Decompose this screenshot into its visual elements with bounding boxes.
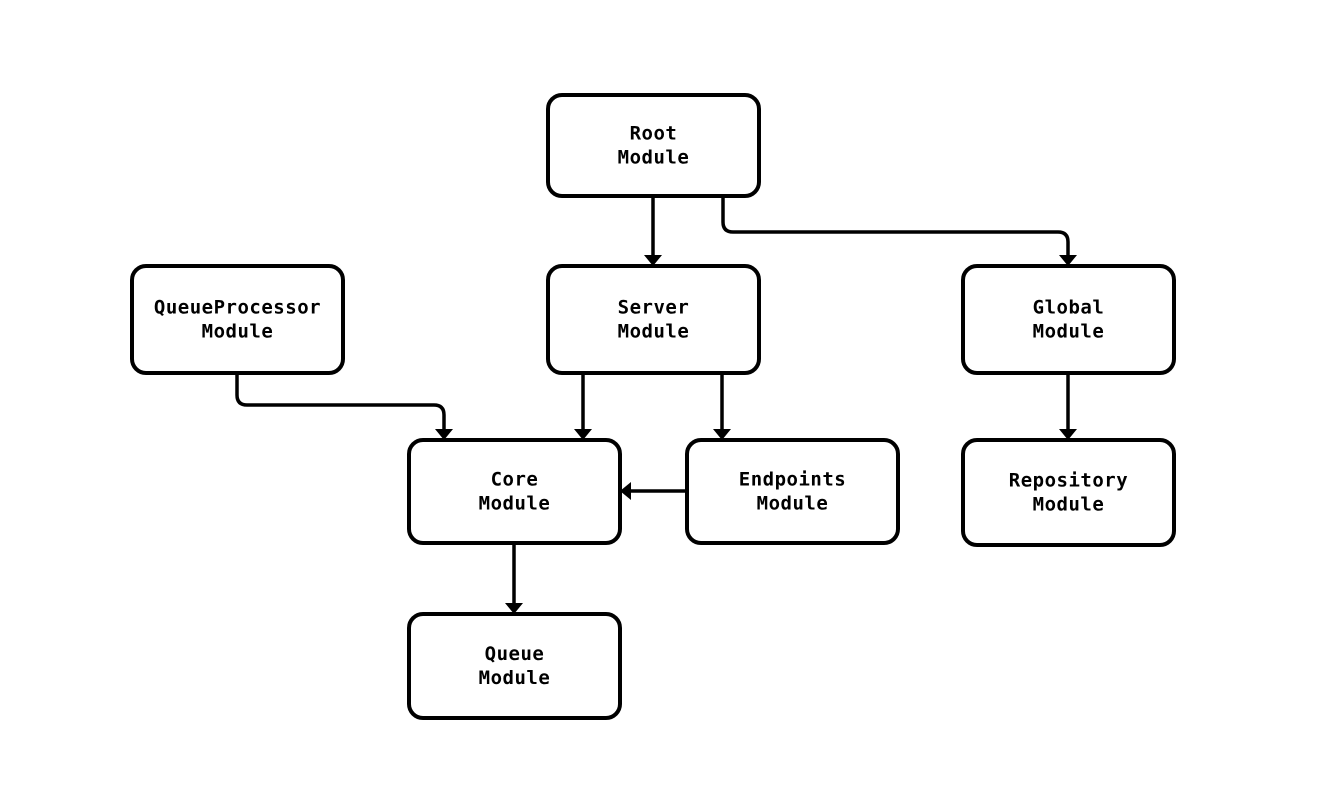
edge-root-to-server-arrowhead — [644, 255, 662, 266]
server-module-box[interactable] — [546, 264, 761, 375]
queue-module-label-line1: Queue — [485, 643, 545, 665]
global-module-label-line2: Module — [1033, 320, 1105, 342]
root-module-box[interactable] — [546, 93, 761, 198]
edge-queueprocessor-to-core-arrowhead — [435, 429, 453, 440]
queueprocessor-module-label-line1: QueueProcessor — [154, 296, 321, 318]
root-module-label-line2: Module — [618, 146, 690, 168]
edge-queueprocessor-to-core — [235, 373, 453, 440]
edges-layer — [235, 196, 1077, 614]
edge-server-to-endpoints-arrowhead — [713, 429, 731, 440]
queue-module-box[interactable] — [407, 612, 622, 720]
edge-endpoints-to-core-arrowhead — [620, 482, 631, 500]
endpoints-module-box[interactable] — [685, 438, 900, 545]
endpoints-module-label-line1: Endpoints — [739, 468, 846, 490]
edge-root-to-global — [721, 196, 1077, 266]
queueprocessor-module-box[interactable] — [130, 264, 345, 375]
edge-server-to-core — [574, 373, 592, 440]
edge-server-to-core-arrowhead — [574, 429, 592, 440]
global-module-label-line1: Global — [1033, 296, 1105, 318]
edge-endpoints-to-core — [620, 482, 687, 500]
edge-global-to-repository-arrowhead — [1059, 429, 1077, 440]
queue-module-label-line2: Module — [479, 666, 551, 688]
core-module-label-line2: Module — [479, 492, 551, 514]
edge-root-to-global-line — [721, 196, 1070, 258]
repository-module-box[interactable] — [961, 438, 1176, 547]
core-module-label-line1: Core — [491, 468, 539, 490]
endpoints-module-label-line2: Module — [757, 492, 829, 514]
global-module-box[interactable] — [961, 264, 1176, 375]
edge-core-to-queue-arrowhead — [505, 603, 523, 614]
server-module-label-line1: Server — [618, 296, 690, 318]
edge-queueprocessor-to-core-line — [235, 373, 446, 432]
repository-module-label-line1: Repository — [1009, 469, 1128, 491]
queueprocessor-module-label-line2: Module — [202, 320, 274, 342]
edge-root-to-server — [644, 196, 662, 266]
core-module-box[interactable] — [407, 438, 622, 545]
edge-server-to-endpoints — [713, 373, 731, 440]
edge-global-to-repository — [1059, 373, 1077, 440]
repository-module-label-line2: Module — [1033, 493, 1105, 515]
server-module-label-line2: Module — [618, 320, 690, 342]
edge-root-to-global-arrowhead — [1059, 255, 1077, 266]
root-module-label-line1: Root — [630, 122, 678, 144]
edge-core-to-queue — [505, 543, 523, 614]
